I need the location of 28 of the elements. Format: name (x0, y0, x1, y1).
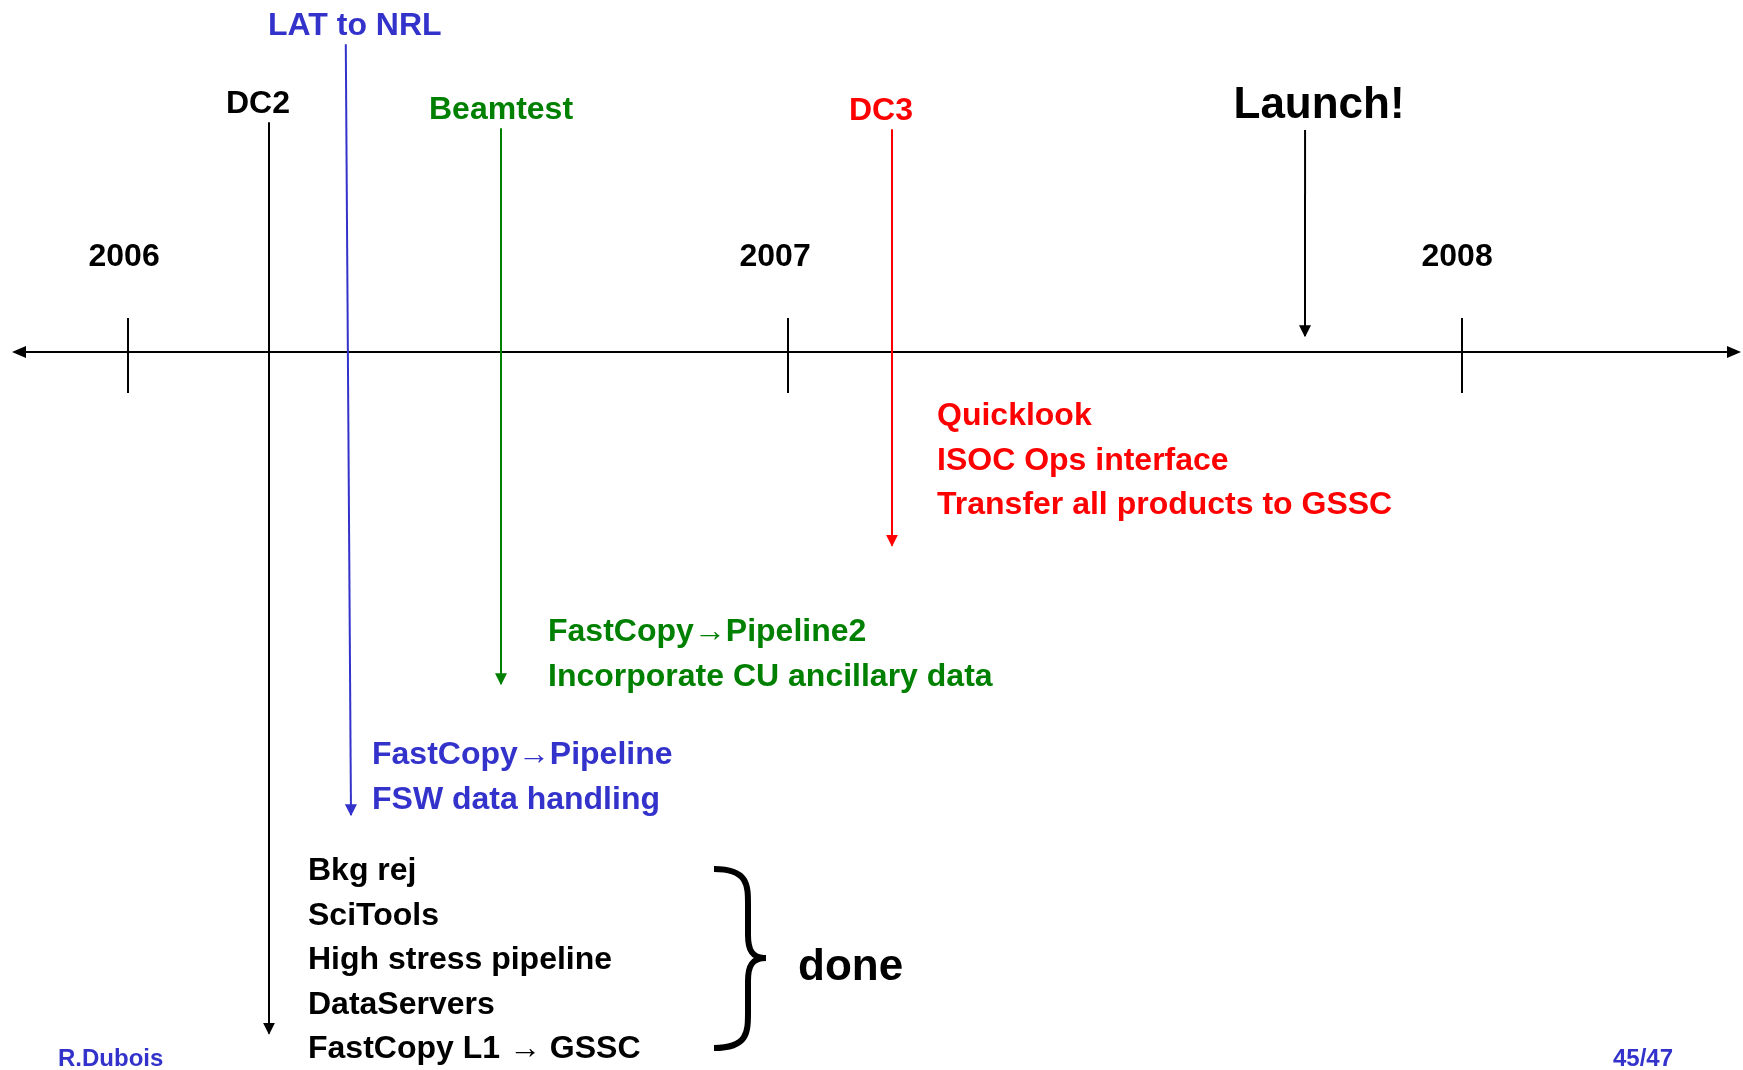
milestone-label: Beamtest (429, 89, 574, 127)
year-label: 2006 (88, 237, 160, 273)
task-item-text: High stress pipeline (308, 939, 614, 978)
task-item-text: Transfer all products to GSSC (937, 484, 1393, 523)
task-item-text: FSW data handling (372, 778, 661, 818)
year-label: 2007 (739, 237, 811, 273)
arrow (1299, 129, 1311, 338)
year-label: 2008 (1421, 237, 1493, 273)
milestone-label: DC3 (849, 90, 913, 128)
arrow (886, 128, 898, 547)
task-item-text: FastCopy→Pipeline (372, 734, 673, 773)
task-item-text: Bkg rej (308, 850, 418, 889)
author-label: R.Dubois (58, 1045, 164, 1070)
task-item-text: SciTools (308, 894, 440, 934)
milestone-label: LAT to NRL (268, 5, 442, 43)
arrow (344, 43, 357, 817)
group-status-label: done (798, 941, 904, 990)
task-item-text: DataServers (308, 983, 496, 1023)
arrow (263, 121, 275, 1035)
task-item-text: FastCopy→Pipeline2 (548, 611, 868, 650)
task-item-text: FastCopy L1 → GSSC (308, 1028, 641, 1067)
task-item-text: Incorporate CU ancillary data (548, 655, 993, 695)
arrow (495, 127, 507, 686)
task-item-text: Quicklook (937, 395, 1093, 434)
milestone-label: Launch! (1233, 77, 1405, 129)
page-number: 45/47 (1613, 1045, 1674, 1070)
milestone-label: DC2 (226, 83, 290, 121)
task-item-text: ISOC Ops interface (937, 439, 1230, 479)
